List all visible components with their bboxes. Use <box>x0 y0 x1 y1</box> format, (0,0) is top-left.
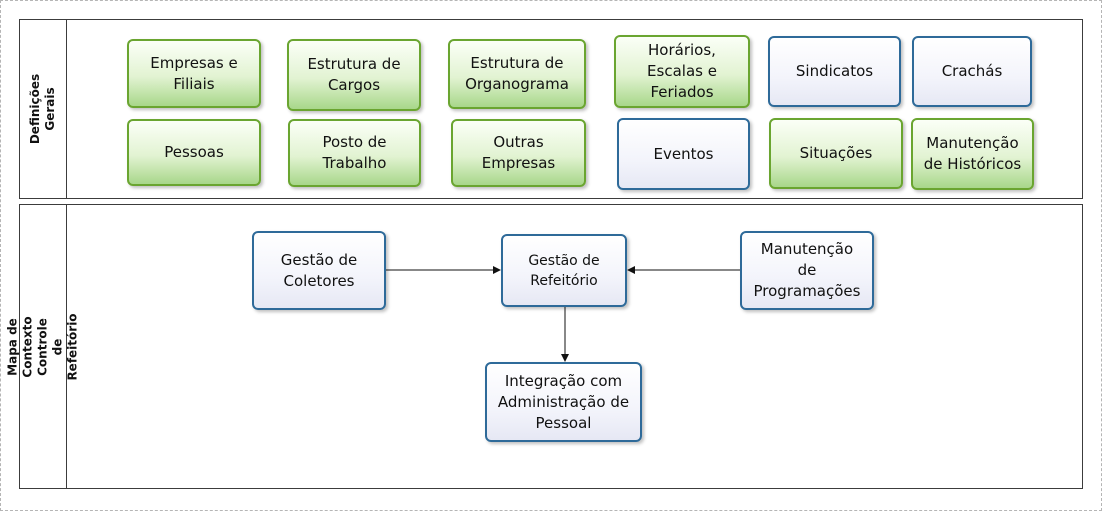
box-empresas-e-filiais[interactable]: Empresas e Filiais <box>127 39 261 108</box>
box-crachas[interactable]: Crachás <box>912 36 1032 107</box>
box-outras-empresas[interactable]: Outras Empresas <box>451 119 586 187</box>
node-gestao-de-coletores[interactable]: Gestão de Coletores <box>252 231 386 310</box>
box-horarios-escalas-feriados[interactable]: Horários, Escalas e Feriados <box>614 35 750 108</box>
node-manutencao-de-programacoes[interactable]: Manutenção de Programações <box>740 231 874 310</box>
box-posto-de-trabalho[interactable]: Posto de Trabalho <box>288 119 421 187</box>
box-estrutura-de-cargos[interactable]: Estrutura de Cargos <box>287 39 421 111</box>
node-integracao-administracao-pessoal[interactable]: Integração com Administração de Pessoal <box>485 362 642 442</box>
box-sindicatos[interactable]: Sindicatos <box>768 36 901 107</box>
box-manutencao-de-historicos[interactable]: Manutenção de Históricos <box>911 118 1034 190</box>
box-pessoas[interactable]: Pessoas <box>127 119 261 186</box>
lane-header: Definições Gerais <box>20 20 67 198</box>
box-situacoes[interactable]: Situações <box>769 118 903 189</box>
lane-header: Mapa de Contexto Controle de Refeitório <box>6 205 80 488</box>
box-estrutura-de-organograma[interactable]: Estrutura de Organograma <box>448 39 586 109</box>
box-eventos[interactable]: Eventos <box>617 118 750 190</box>
node-gestao-de-refeitorio[interactable]: Gestão de Refeitório <box>501 234 627 307</box>
